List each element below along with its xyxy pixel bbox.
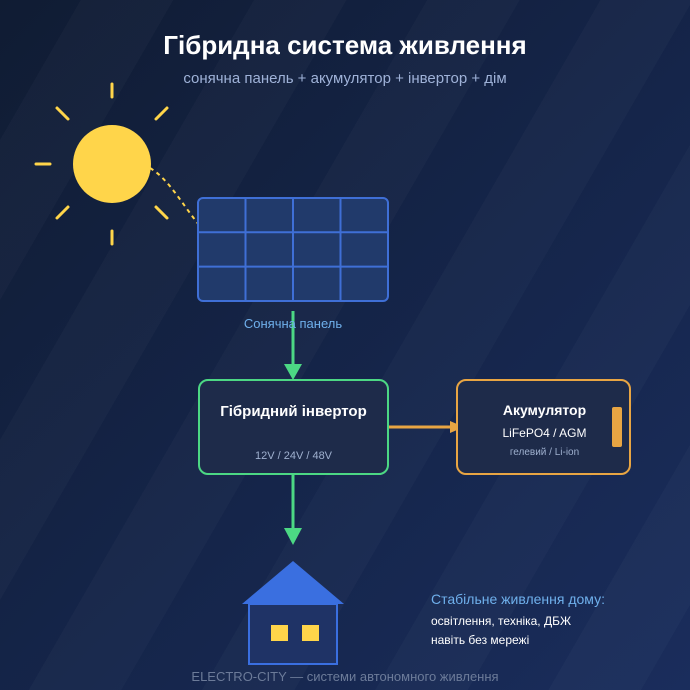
house-icon <box>242 561 344 665</box>
house-window-right <box>302 625 319 641</box>
inverter-name: Гібридний інвертор <box>220 403 367 420</box>
diagram-subtitle: сонячна панель + акумулятор + інвертор +… <box>183 70 507 87</box>
inverter-voltages: 12V / 24V / 48V <box>254 450 333 462</box>
diagram-title: Гібридна система живлення <box>163 30 527 60</box>
battery-box: Акумулятор LiFePO4 / AGM гелевий / Li-io… <box>456 379 631 475</box>
home-title: Стабільне живлення дому: <box>431 591 605 607</box>
inverter-to-house-arrow <box>284 475 302 545</box>
home-line-2: навіть без мережі <box>431 633 530 647</box>
home-description: Стабільне живлення дому: освітлення, тех… <box>431 591 605 647</box>
inverter-box: Гібридний інвертор 12V / 24V / 48V <box>198 379 389 475</box>
sunlight-connector <box>149 167 205 232</box>
battery-alt-types: гелевий / Li-ion <box>509 447 580 458</box>
battery-icon <box>612 407 622 447</box>
sun-icon <box>34 82 169 246</box>
battery-name: Акумулятор <box>502 402 587 418</box>
sun-rays <box>34 82 169 246</box>
home-line-1: освітлення, техніка, ДБЖ <box>431 614 572 628</box>
footer-brand: ELECTRO-CITY — системи автономного живле… <box>191 669 499 684</box>
house-window-left <box>271 625 288 641</box>
solar-panel-icon <box>197 197 389 302</box>
solar-panel-label: Сонячна панель <box>243 316 343 331</box>
inverter-to-battery-arrow <box>389 421 464 433</box>
battery-type: LiFePO4 / AGM <box>502 426 587 440</box>
panel-to-inverter-arrow <box>284 311 302 380</box>
